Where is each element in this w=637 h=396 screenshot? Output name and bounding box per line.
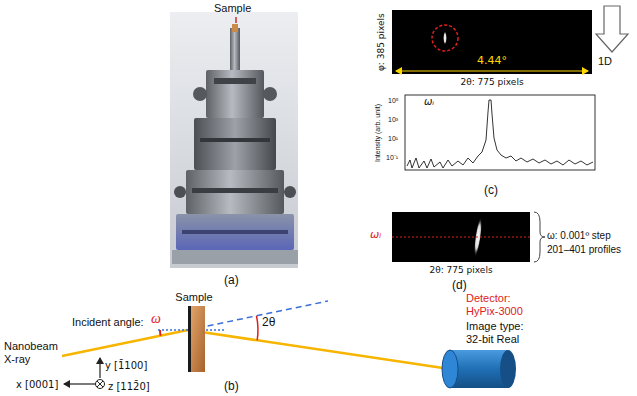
detector-block: Detector: HyPix-3000Image type: 32-bit R…	[466, 292, 546, 348]
step-label: ω: 0.001º step	[547, 230, 611, 242]
detector-frame	[392, 6, 628, 74]
node-text: Detector: HyPix-3000	[466, 292, 538, 318]
count-label: 201–401 profiles	[547, 244, 621, 256]
omega-symbol: ω	[151, 311, 161, 327]
peak-label: ωᵢ	[424, 96, 434, 108]
omega-label: ωᵢ	[370, 229, 381, 242]
panel-label: (c)	[484, 184, 498, 198]
panel-label: (b)	[224, 380, 239, 394]
intensity-profile	[405, 95, 595, 170]
part-label: Sample	[214, 2, 251, 15]
tick-label: 10⁻¹	[386, 154, 398, 162]
angle-symbol: 2θ	[262, 316, 275, 330]
dimension-label: 2θ: 775 pixels	[392, 265, 530, 275]
node-text: 4.44°	[392, 54, 592, 67]
direction-label: 1D	[598, 55, 612, 68]
axis-title: Intensity (arb. unit)	[374, 104, 382, 162]
node-text: Sample	[166, 291, 222, 304]
diffraction-geometry	[62, 301, 516, 389]
tick-label: 10⁵	[388, 97, 399, 105]
tick-label: 10¹	[388, 135, 398, 143]
tick-label: 10³	[388, 116, 398, 124]
sample-block: Sample	[166, 290, 222, 374]
axis-label: y [1̄100]	[105, 360, 147, 372]
profile-map	[392, 212, 545, 262]
axis-label: x [0001]	[16, 379, 58, 391]
panel-label: (d)	[452, 279, 467, 293]
panel-label: (a)	[224, 274, 239, 288]
dimension-label: φ: 385 pixels	[376, 13, 386, 71]
detector-image: 4.44°	[392, 10, 592, 74]
angle-label: Incident angle:	[72, 316, 144, 329]
node-text: Image type: 32-bit Real	[466, 320, 538, 346]
beam-label: Nanobeam X-ray	[4, 340, 62, 365]
axis-label: z [112̄0]	[108, 381, 150, 393]
goniometer-photo	[170, 12, 298, 268]
dimension-label: 2θ: 775 pixels	[392, 77, 592, 87]
